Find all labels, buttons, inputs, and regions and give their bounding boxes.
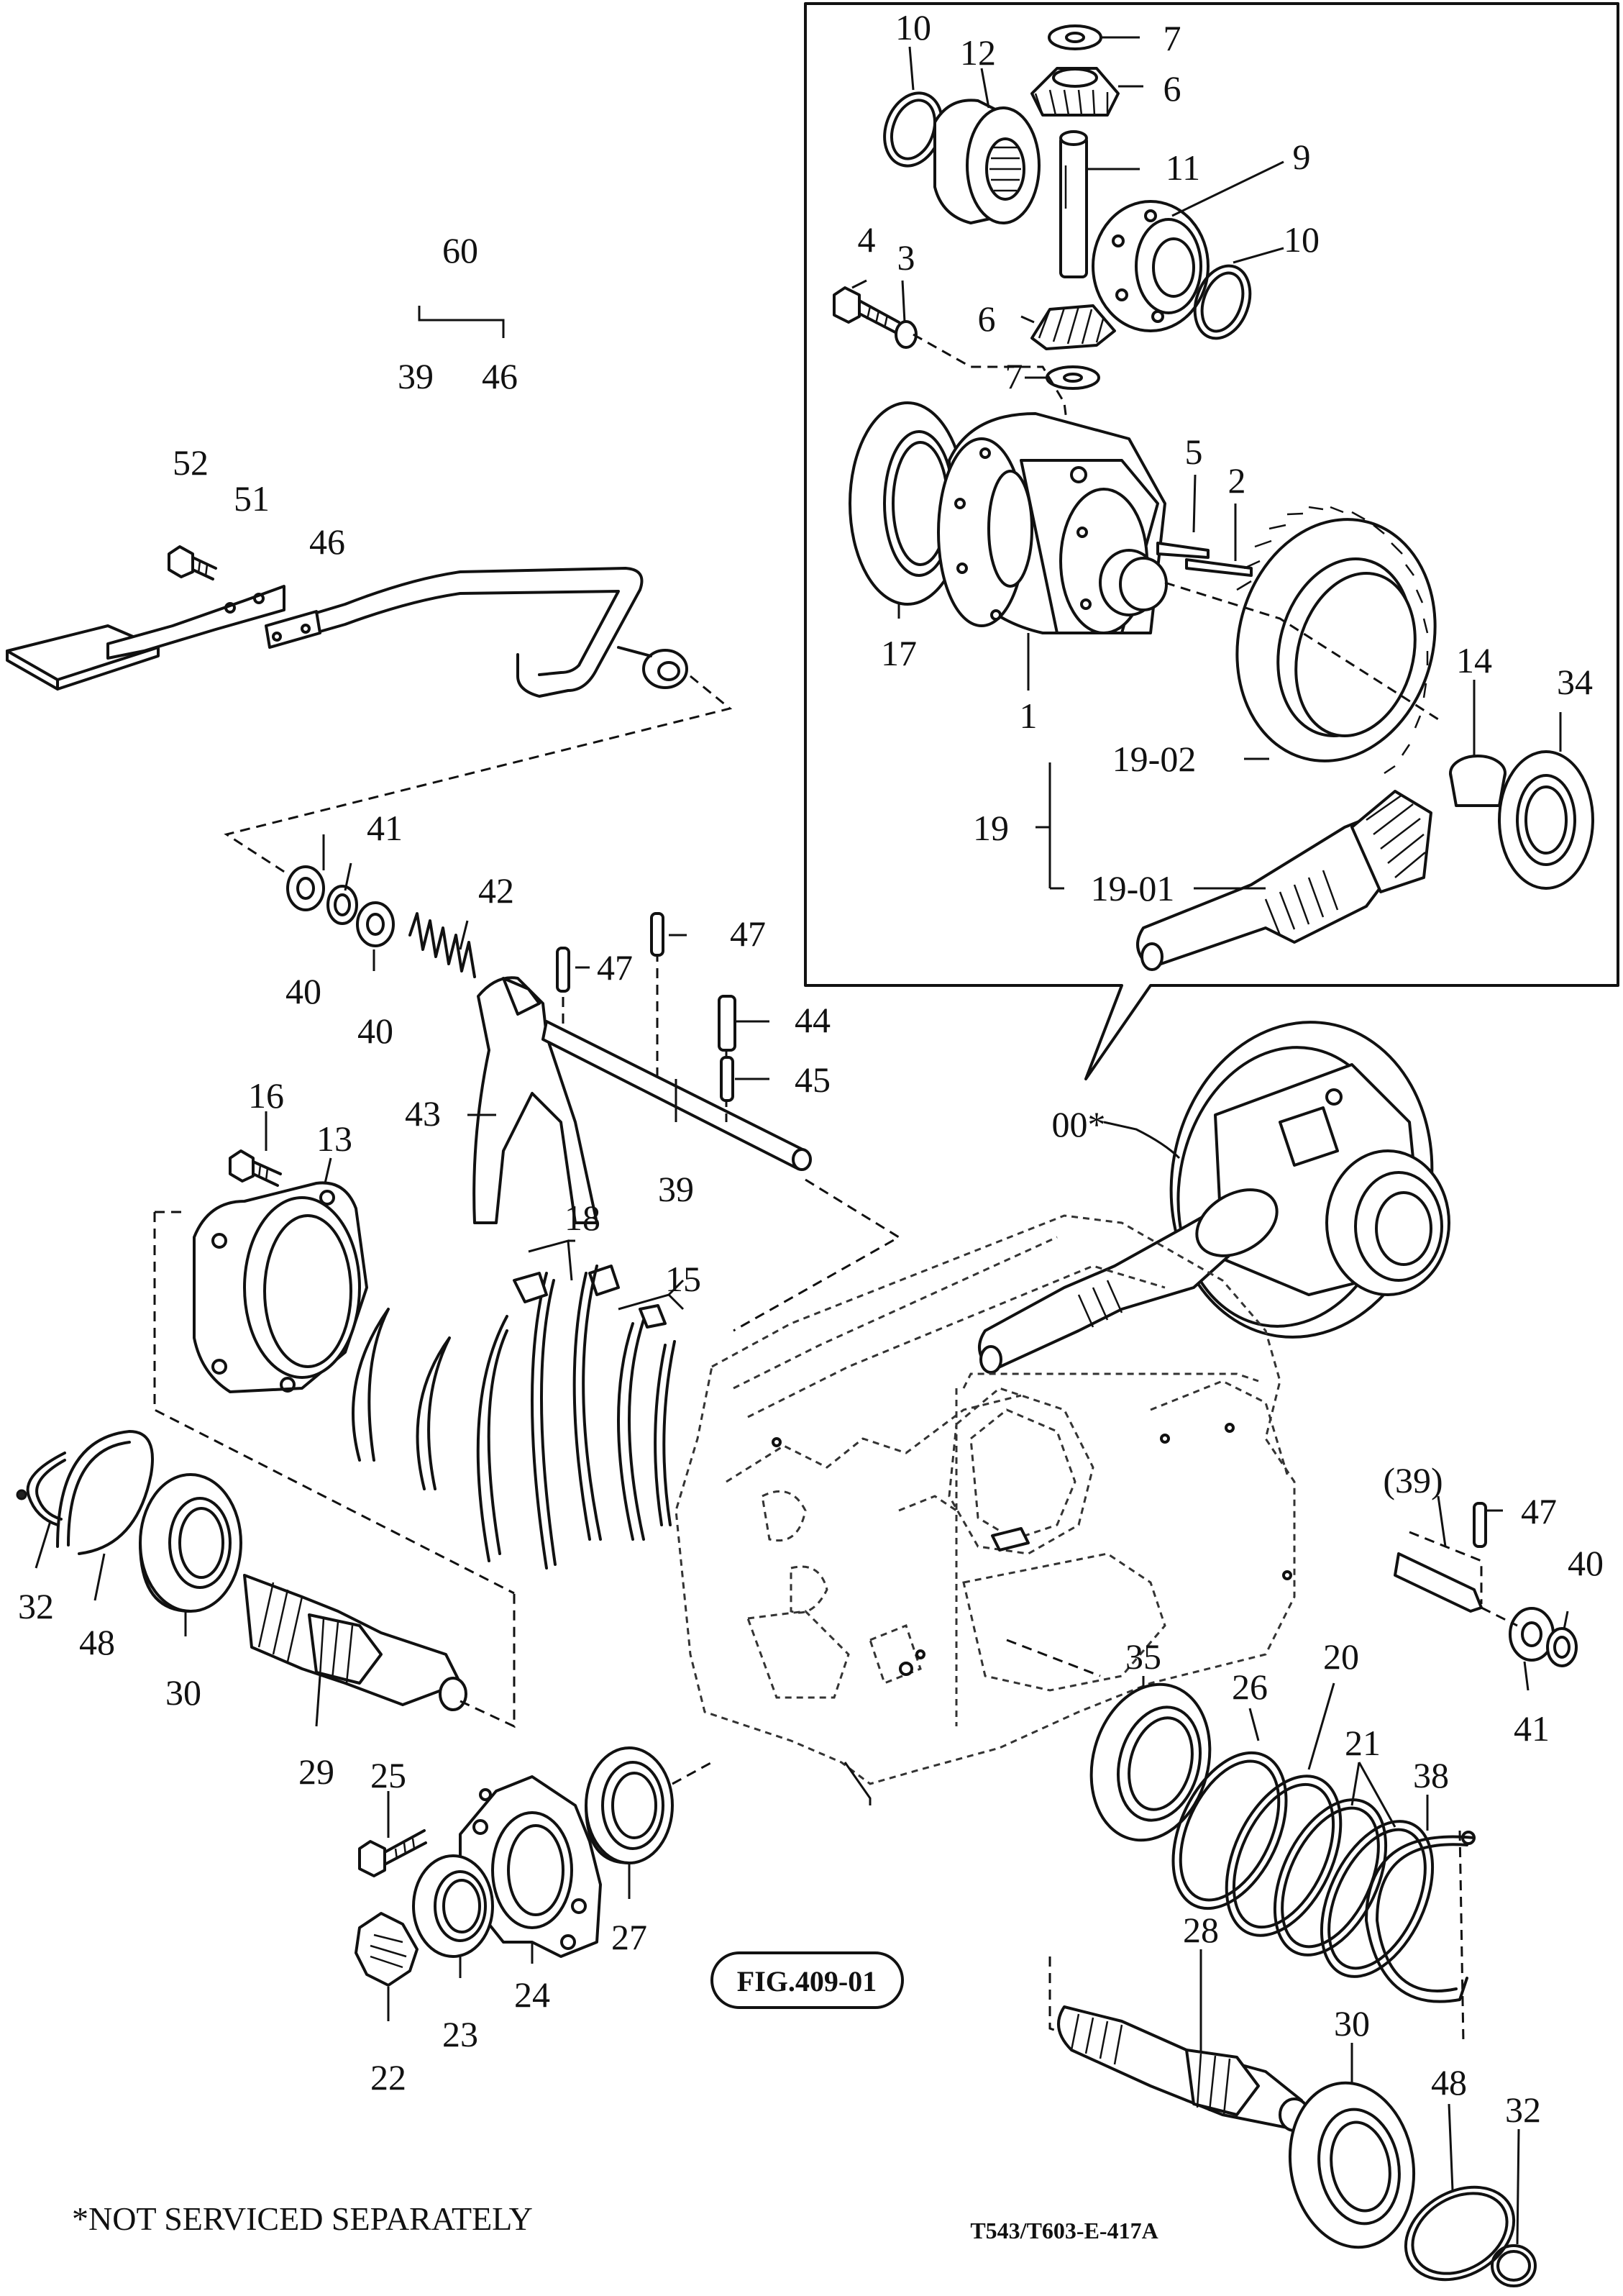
footnote: *NOT SERVICED SEPARATELY bbox=[72, 2200, 533, 2237]
left-shaft-group bbox=[16, 1430, 516, 1728]
callout-label: 2 bbox=[1228, 460, 1246, 501]
callout-label: 39 bbox=[398, 356, 434, 396]
shift-fork-leaders bbox=[322, 834, 901, 1332]
callout-label: 20 bbox=[1323, 1636, 1359, 1677]
callout-label: 32 bbox=[18, 1586, 54, 1626]
callout-label: 7 bbox=[1005, 356, 1023, 396]
callout-label: 14 bbox=[1456, 640, 1492, 680]
right-side-parts bbox=[1394, 1495, 1578, 1691]
callout-label: 43 bbox=[405, 1093, 441, 1134]
callout-label: 34 bbox=[1557, 662, 1593, 702]
callout-label: 47 bbox=[730, 914, 766, 954]
callout-label: 13 bbox=[316, 1119, 352, 1159]
callout-label: 21 bbox=[1345, 1723, 1381, 1763]
callout-label: 29 bbox=[298, 1751, 334, 1792]
callout-label: 46 bbox=[482, 356, 518, 396]
snap-rings-group bbox=[352, 1239, 685, 1570]
callout-label: 16 bbox=[248, 1075, 284, 1116]
callout-label: 40 bbox=[1568, 1543, 1604, 1583]
callout-label: 47 bbox=[1521, 1491, 1557, 1531]
callout-label: 22 bbox=[370, 2057, 406, 2097]
callout-label: 41 bbox=[367, 808, 403, 848]
callout-label: 11 bbox=[1166, 147, 1200, 188]
differential-assembly bbox=[978, 1021, 1450, 1374]
callout-label: 39 bbox=[658, 1169, 694, 1209]
callout-label: 52 bbox=[173, 442, 209, 483]
callout-label: 40 bbox=[357, 1011, 393, 1051]
lower-right-parts bbox=[1006, 1639, 1537, 2287]
callout-label: 47 bbox=[597, 947, 633, 988]
callout-label: 9 bbox=[1293, 137, 1311, 177]
callout-label: 45 bbox=[795, 1060, 831, 1100]
callout-label: 60 bbox=[442, 230, 478, 270]
retainer-group bbox=[153, 1111, 515, 1595]
callout-label: 28 bbox=[1183, 1910, 1219, 1950]
lower-left-parts bbox=[355, 1746, 713, 2021]
callout-label: 46 bbox=[309, 521, 345, 562]
callout-label: 6 bbox=[1163, 68, 1181, 109]
callout-label: 32 bbox=[1505, 2090, 1541, 2130]
callout-label: 23 bbox=[442, 2014, 478, 2054]
callout-label: 12 bbox=[960, 32, 996, 73]
drawing-code: T543/T603-E-417A bbox=[970, 2218, 1158, 2243]
callout-label: 27 bbox=[611, 1917, 647, 1957]
callout-label: 30 bbox=[1334, 2003, 1370, 2044]
callout-label: 24 bbox=[514, 1974, 550, 2015]
callout-label: 00* bbox=[1052, 1104, 1106, 1144]
callout-label: 1 bbox=[1020, 696, 1038, 736]
callout-label: 38 bbox=[1413, 1755, 1449, 1795]
callout-labels: 10 12 7 6 11 9 10 4 3 6 7 5 2 17 1 14 34… bbox=[18, 7, 1604, 2130]
callout-label: 18 bbox=[564, 1198, 600, 1238]
callout-label: (39) bbox=[1383, 1460, 1443, 1500]
callout-label: 10 bbox=[895, 7, 931, 47]
callout-label: 48 bbox=[79, 1622, 115, 1662]
fig-reference-label: FIG.409-01 bbox=[737, 1965, 877, 1997]
transmission-housing bbox=[675, 1214, 1296, 1805]
callout-label: 3 bbox=[897, 237, 915, 278]
callout-label: 15 bbox=[665, 1259, 701, 1299]
brake-pedal-linkage bbox=[6, 306, 733, 875]
callout-label: 48 bbox=[1431, 2062, 1467, 2103]
callout-label: 41 bbox=[1514, 1708, 1550, 1749]
shift-fork-group bbox=[286, 865, 812, 1224]
callout-label: 26 bbox=[1232, 1667, 1268, 1707]
callout-label: 10 bbox=[1284, 219, 1320, 260]
callout-label: 42 bbox=[478, 870, 514, 911]
callout-label: 7 bbox=[1163, 18, 1181, 58]
callout-label: 17 bbox=[881, 633, 917, 673]
detail-inset bbox=[804, 2, 1619, 1080]
callout-label: 35 bbox=[1125, 1636, 1161, 1677]
callout-label: 51 bbox=[234, 478, 270, 519]
callout-label: 30 bbox=[165, 1672, 201, 1713]
callout-label: 6 bbox=[978, 299, 996, 339]
callout-label: 4 bbox=[858, 219, 876, 260]
callout-label: 19 bbox=[973, 808, 1009, 848]
callout-label: 44 bbox=[795, 1000, 831, 1040]
callout-label: 5 bbox=[1185, 432, 1203, 472]
inset-leaders bbox=[851, 36, 1562, 890]
callout-label: 40 bbox=[285, 971, 321, 1011]
callout-label: 19-01 bbox=[1091, 868, 1175, 908]
callout-label: 19-02 bbox=[1112, 739, 1197, 779]
callout-label: 25 bbox=[370, 1755, 406, 1795]
figure-reference: FIG.409-01 bbox=[710, 1951, 904, 2009]
